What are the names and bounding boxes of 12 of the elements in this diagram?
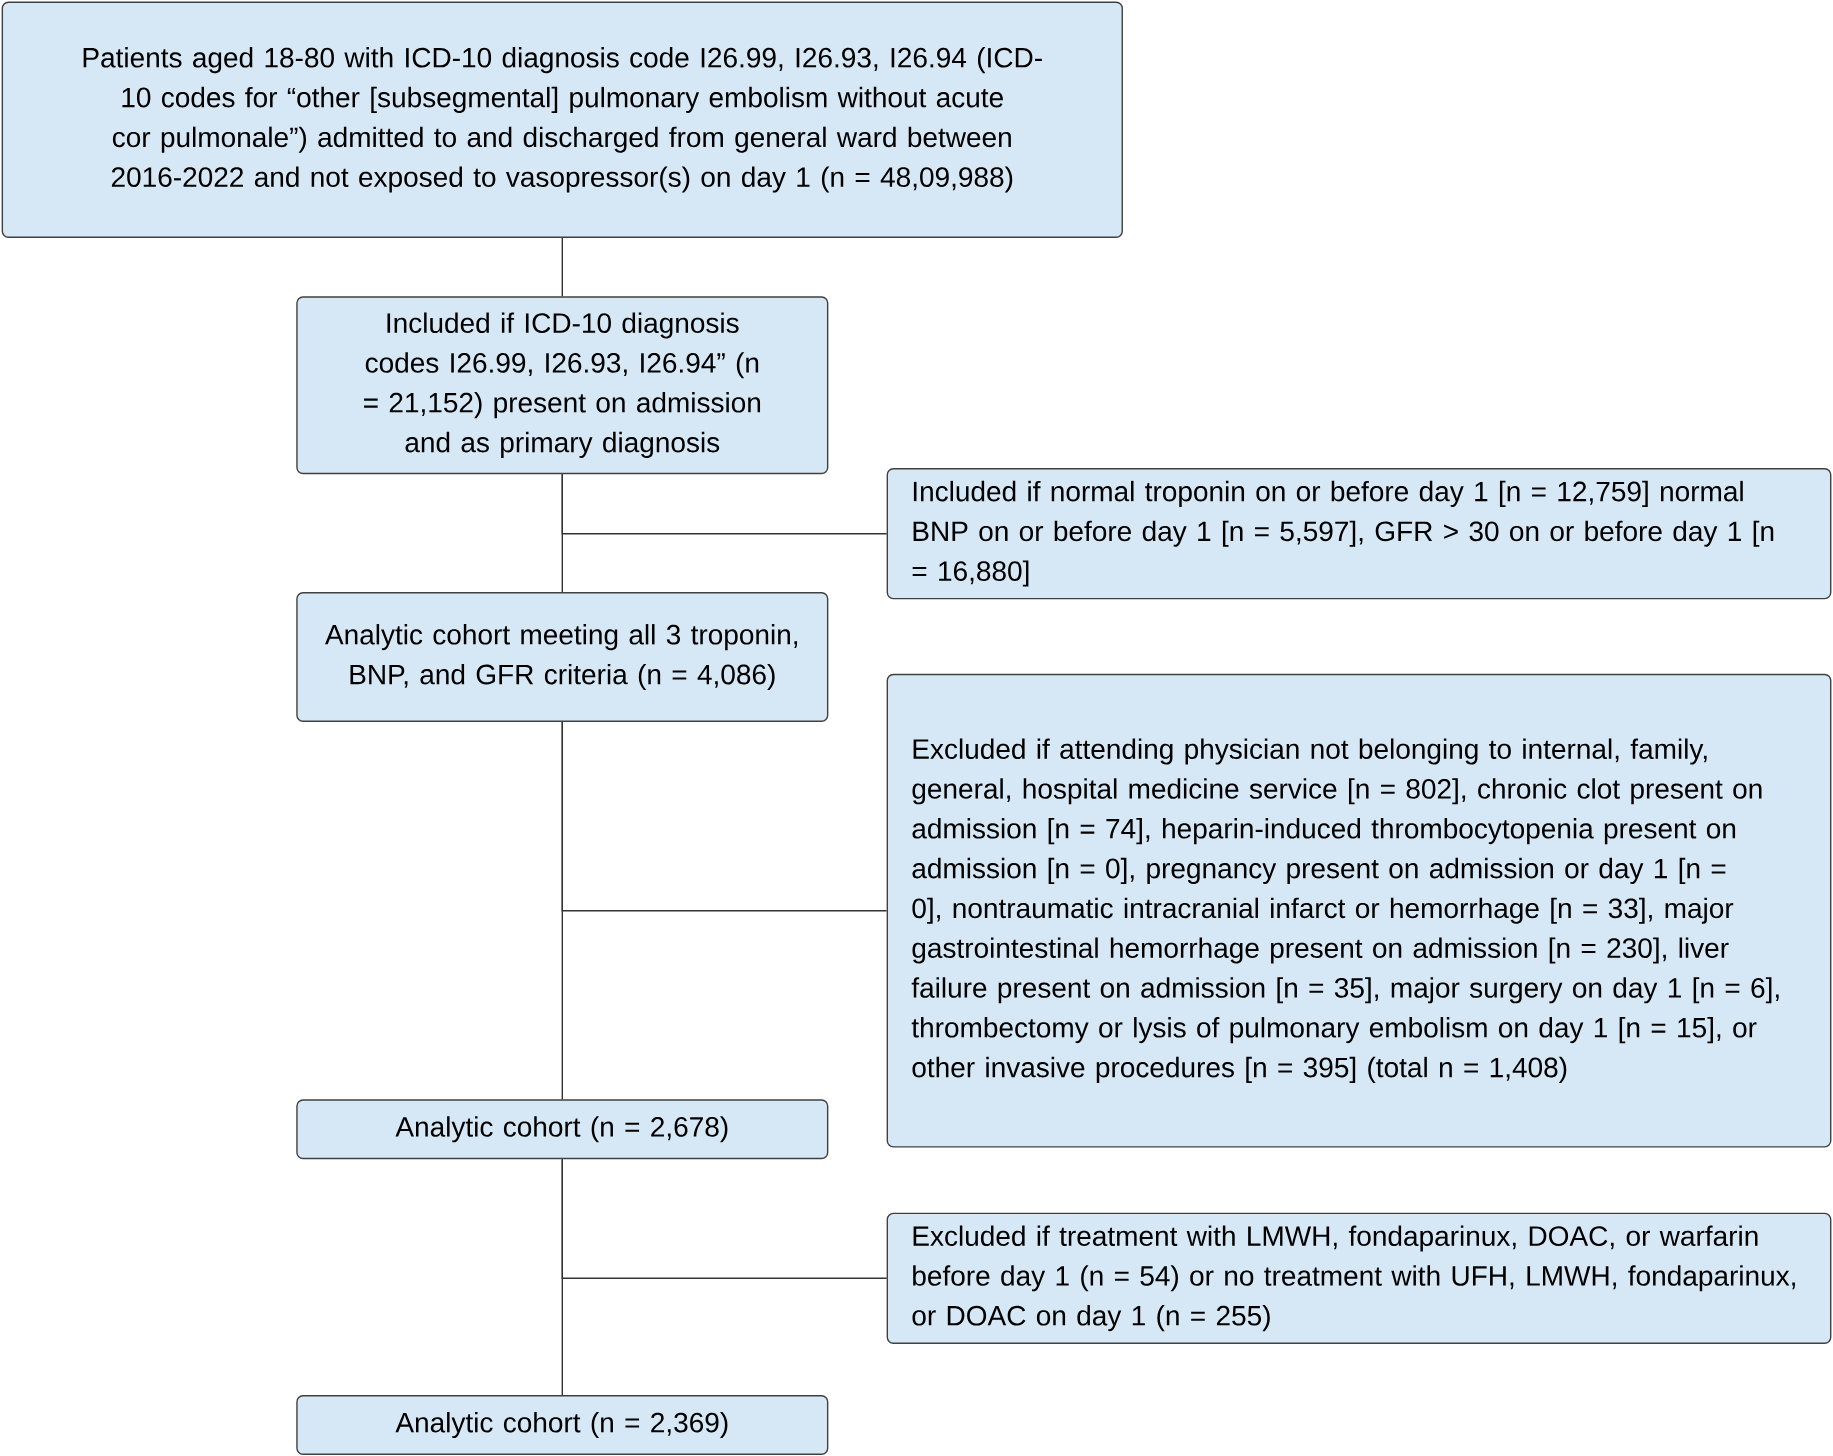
connector-line: [561, 1158, 888, 1279]
process-box: Patients aged 18-80 with ICD-10 diagnosis code I26.99, I26.93, I26.94 (ICD-10 codes for “other [subsegmental] pulmonary embolism without acute cor pulmonale”) admitted to and discharged from general ward between 2016-2022 and not exposed to vasopressor(s) on day 1 (n = 48,09,988): [1, 1, 1123, 238]
process-box: Included if normal troponin on or before day 1 [n = 12,759] normal BNP on or before day 1 [n = 5,597], GFR > 30 on or before day 1 [n = 16,880]: [886, 468, 1832, 600]
process-box: Included if ICD-10 diagnosis codes I26.99, I26.93, I26.94” (n = 21,152) present on admission and as primary diagnosis: [296, 296, 829, 475]
process-box: Excluded if attending physician not belonging to internal, family, general, hospital medicine service [n = 802], chronic clot present on admission [n = 74], heparin-induced thrombocytopenia present on admission [n = 0], pregnancy present on admission or day 1 [n = 0], nontraumatic intracranial infarct or hemorrhage [n = 33], major gastrointestinal hemorrhage present on admission [n = 230], liver failure present on admission [n = 35], major surgery on day 1 [n = 6], thrombectomy or lysis of pulmonary embolism on day 1 [n = 15], or other invasive procedures [n = 395] (total n = 1,408): [886, 673, 1832, 1148]
process-box: Analytic cohort meeting all 3 troponin, BNP, and GFR criteria (n = 4,086): [296, 592, 829, 722]
process-box: Excluded if treatment with LMWH, fondaparinux, DOAC, or warfarin before day 1 (n = 54) or no treatment with UFH, LMWH, fondaparinux, or DOAC on day 1 (n = 255): [886, 1212, 1832, 1344]
connector-line: [561, 473, 888, 535]
process-box: Analytic cohort (n = 2,369): [296, 1395, 829, 1455]
process-box: Analytic cohort (n = 2,678): [296, 1099, 829, 1160]
connector-line: [561, 721, 888, 912]
connector-line: [561, 237, 563, 297]
